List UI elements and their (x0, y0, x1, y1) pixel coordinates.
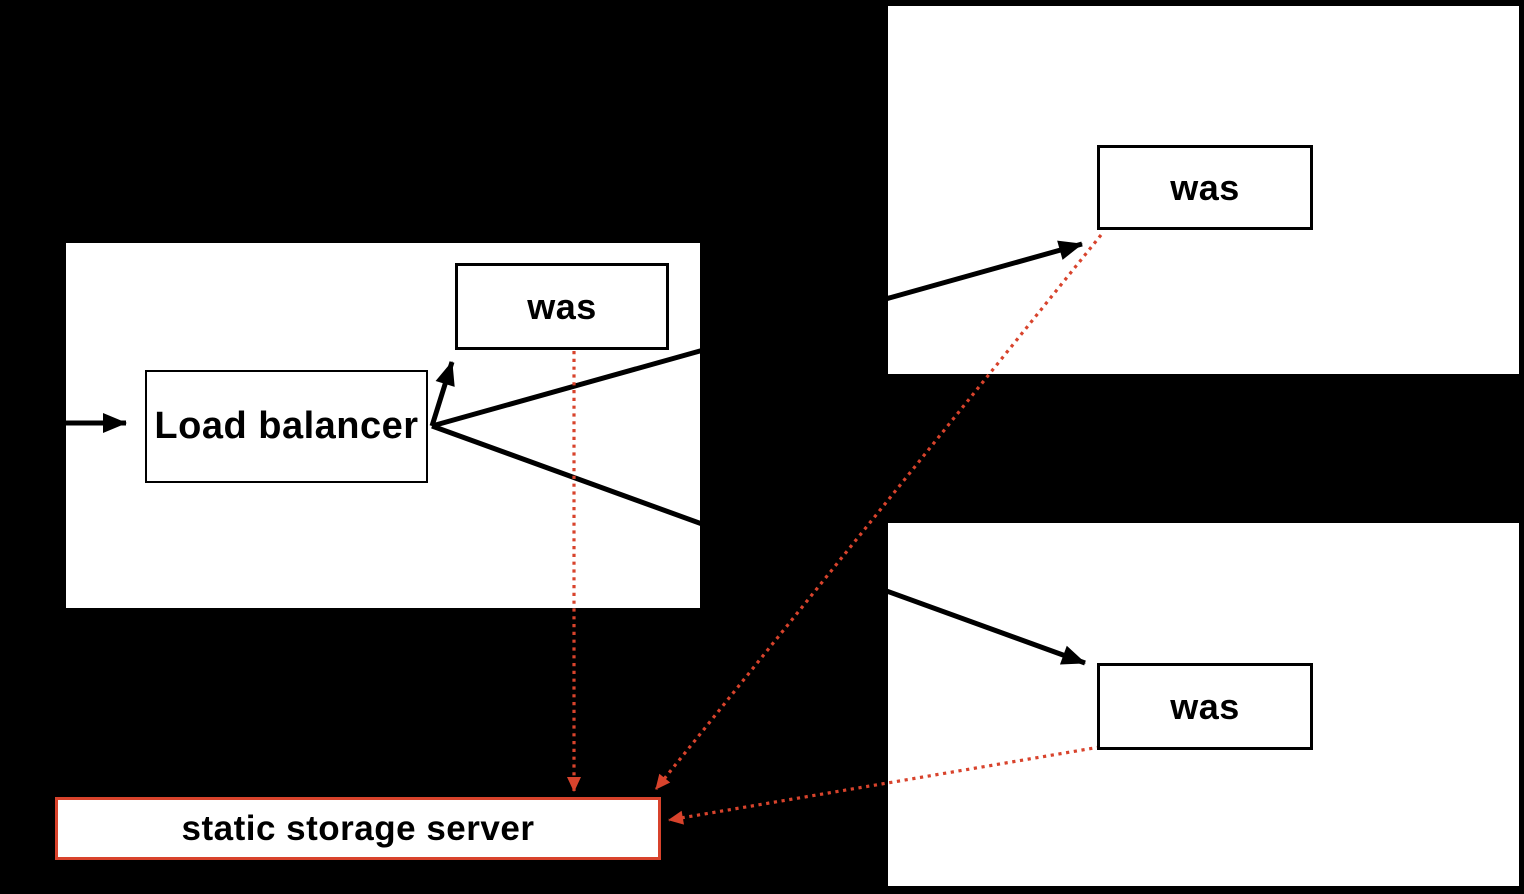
node-was-top-right: was (1097, 145, 1313, 230)
node-was-left-label: was (527, 285, 597, 327)
node-load-balancer-label: Load balancer (154, 405, 419, 447)
node-was-top-right-label: was (1170, 166, 1240, 208)
node-was-bottom-right: was (1097, 663, 1313, 750)
node-was-left: was (455, 263, 669, 350)
node-static-storage-server: static storage server (55, 797, 661, 860)
node-load-balancer: Load balancer (145, 370, 428, 483)
node-static-storage-server-label: static storage server (181, 808, 535, 848)
node-was-bottom-right-label: was (1170, 685, 1240, 727)
